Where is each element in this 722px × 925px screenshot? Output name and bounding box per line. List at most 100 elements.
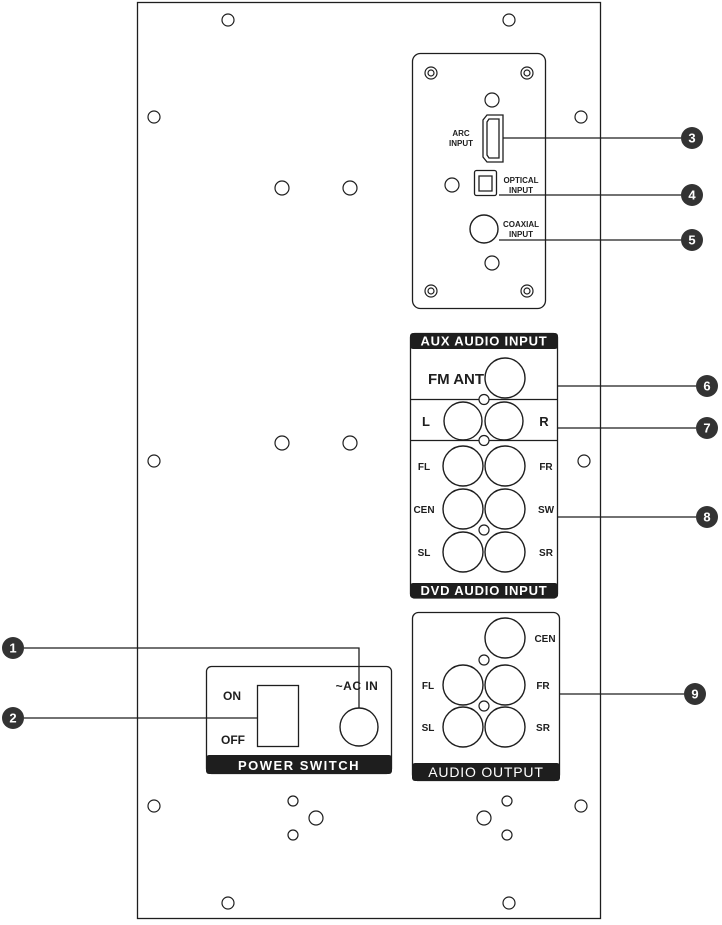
led-hole xyxy=(484,255,500,271)
leader-line-1 xyxy=(24,647,360,708)
aux-left-jack xyxy=(443,401,483,441)
callout-number: 2 xyxy=(9,711,16,726)
screw-hole xyxy=(147,110,161,124)
panel-hole xyxy=(478,434,490,447)
callout-number: 6 xyxy=(703,379,710,394)
dvd-fr-jack xyxy=(484,445,526,487)
power-switch-panel: ON OFF ~AC IN POWER SWITCH xyxy=(205,665,393,775)
mounting-holes xyxy=(147,13,591,910)
callout-2: 2 xyxy=(2,707,24,729)
screw-hole xyxy=(342,435,358,451)
out-cen-label: CEN xyxy=(534,634,555,645)
out-sr-jack xyxy=(484,706,526,748)
aux-dvd-input-panel: AUX AUDIO INPUT FM ANT L R FL FR CEN SW … xyxy=(409,332,559,599)
module-screw-center xyxy=(427,287,435,295)
audio-output-title: AUDIO OUTPUT xyxy=(428,764,543,780)
fm-ant-label: FM ANT xyxy=(428,371,484,388)
callout-number: 4 xyxy=(688,188,696,203)
led-hole xyxy=(484,92,500,108)
module-screw-center xyxy=(523,287,531,295)
callout-circle xyxy=(681,127,703,149)
dvd-sr-jack xyxy=(484,531,526,573)
callout-circle xyxy=(681,229,703,251)
aux-right-label: R xyxy=(539,414,549,429)
callout-3: 3 xyxy=(681,127,703,149)
callout-number: 9 xyxy=(691,687,698,702)
screw-hole xyxy=(287,829,299,841)
screw-hole xyxy=(501,829,513,841)
callout-8: 8 xyxy=(696,506,718,528)
arc-label-line2: INPUT xyxy=(449,139,473,148)
optical-label-line2: INPUT xyxy=(509,186,533,195)
power-switch-title: POWER SWITCH xyxy=(238,758,360,773)
optical-label-line1: OPTICAL xyxy=(503,176,538,185)
coaxial-port xyxy=(469,214,499,244)
hdmi-arc-port xyxy=(482,114,504,163)
dvd-cen-jack xyxy=(442,488,484,530)
callout-6: 6 xyxy=(696,375,718,397)
module-screw-center xyxy=(427,69,435,77)
screw-hole xyxy=(502,896,516,910)
callout-number: 8 xyxy=(703,510,710,525)
dvd-sw-label: SW xyxy=(538,505,555,516)
callout-9: 9 xyxy=(684,683,706,705)
ac-in-label: ~AC IN xyxy=(336,679,379,693)
coaxial-label-line2: INPUT xyxy=(509,230,533,239)
callout-circle xyxy=(2,707,24,729)
callout-1: 1 xyxy=(2,637,24,659)
screw-hole xyxy=(577,454,591,468)
screw-hole xyxy=(308,810,324,826)
out-fr-label: FR xyxy=(536,681,550,692)
screw-hole xyxy=(147,799,161,813)
callout-5: 5 xyxy=(681,229,703,251)
callout-circle xyxy=(2,637,24,659)
module-screw-center xyxy=(523,69,531,77)
audio-output-panel: CEN FL FR SL SR AUDIO OUTPUT xyxy=(411,611,561,782)
screw-hole xyxy=(221,896,235,910)
dvd-fl-jack xyxy=(442,445,484,487)
dvd-sl-jack xyxy=(442,531,484,573)
dvd-cen-label: CEN xyxy=(413,505,434,516)
out-fl-label: FL xyxy=(422,681,434,692)
callout-number: 3 xyxy=(688,131,695,146)
arc-label-line1: ARC xyxy=(452,129,470,138)
screw-hole xyxy=(221,13,235,27)
callout-circle xyxy=(696,417,718,439)
screw-hole xyxy=(574,799,588,813)
fm-antenna-jack xyxy=(484,357,526,399)
led-hole xyxy=(444,177,460,193)
digital-module-plate xyxy=(411,52,547,310)
callout-circle xyxy=(696,375,718,397)
aux-right-jack xyxy=(484,401,524,441)
dvd-sr-label: SR xyxy=(539,548,554,559)
power-footer-band xyxy=(206,755,392,774)
rocker-switch xyxy=(256,684,300,748)
out-sr-label: SR xyxy=(536,723,551,734)
panel-hole xyxy=(478,654,490,666)
callout-circle xyxy=(684,683,706,705)
power-off-label: OFF xyxy=(221,733,245,747)
callout-circle xyxy=(681,184,703,206)
screw-hole xyxy=(274,435,290,451)
dvd-fl-label: FL xyxy=(418,462,430,473)
output-footer-band xyxy=(412,763,560,781)
screw-hole xyxy=(501,795,513,807)
out-sl-label: SL xyxy=(422,723,435,734)
panel-hole xyxy=(478,393,490,406)
digital-input-module: ARC INPUT OPTICAL INPUT COAXIAL INPUT xyxy=(411,52,547,310)
callout-number: 7 xyxy=(703,421,710,436)
callout-7: 7 xyxy=(696,417,718,439)
screw-hole xyxy=(274,180,290,196)
screw-hole xyxy=(287,795,299,807)
dvd-sw-jack xyxy=(484,488,526,530)
screw-hole xyxy=(147,454,161,468)
out-fl-jack xyxy=(442,664,484,706)
power-on-label: ON xyxy=(223,689,241,703)
dvd-sl-label: SL xyxy=(418,548,431,559)
leader-lines xyxy=(24,137,696,719)
out-fr-jack xyxy=(484,664,526,706)
screw-hole xyxy=(574,110,588,124)
callout-4: 4 xyxy=(681,184,703,206)
optical-port-inner xyxy=(478,175,493,192)
